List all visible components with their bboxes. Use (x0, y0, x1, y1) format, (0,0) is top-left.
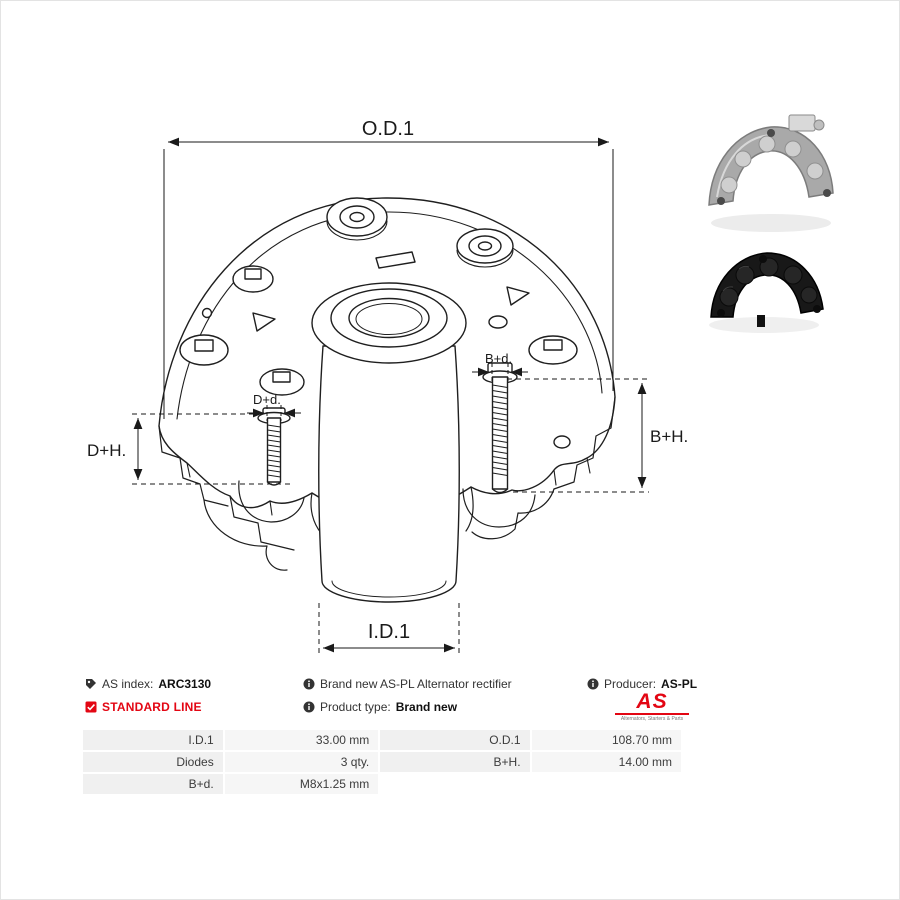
spec-value: 33.00 mm (224, 730, 379, 750)
spec-value: 108.70 mm (531, 730, 681, 750)
producer: Producer: AS-PL (587, 677, 697, 691)
product-type: Product type: Brand new (303, 700, 457, 714)
rectifier-line-art (158, 197, 616, 603)
spec-label-empty (380, 774, 529, 794)
spec-table: I.D.1 33.00 mm O.D.1 108.70 mm Diodes 3 … (81, 728, 683, 796)
spec-value: 3 qty. (224, 752, 379, 772)
checkbox-checked-icon (85, 701, 97, 713)
spec-value-empty (532, 774, 681, 794)
dim-label-dd: D+d. (253, 392, 281, 407)
product-photo-metal (708, 114, 834, 232)
spec-value: M8x1.25 mm (224, 774, 379, 794)
info-icon (303, 701, 315, 713)
dim-label-dh: D+H. (87, 441, 127, 460)
dimension-lines (132, 137, 649, 654)
producer-label: Producer: (604, 677, 657, 691)
tag-icon (86, 679, 96, 689)
technical-drawing (132, 137, 649, 654)
producer-value: AS-PL (661, 677, 698, 691)
info-row-2: STANDARD LINE Product type: Brand new (81, 700, 693, 716)
diode-holes (179, 251, 578, 449)
spec-label: Diodes (83, 752, 223, 772)
logo-text: AS (636, 690, 668, 713)
as-index-label: AS index: (102, 677, 154, 691)
spec-value: 14.00 mm (531, 752, 681, 772)
standard-line: STANDARD LINE (85, 700, 202, 714)
product-type-value: Brand new (395, 700, 458, 714)
stud-left (257, 407, 291, 486)
info-icon (587, 678, 599, 690)
info-icon (303, 678, 315, 690)
table-row: I.D.1 33.00 mm O.D.1 108.70 mm (83, 730, 681, 750)
dim-label-od1: O.D.1 (361, 118, 415, 140)
as-index-value: ARC3130 (158, 677, 212, 691)
spec-label: O.D.1 (380, 730, 530, 750)
as-pl-logo: AS Alternators, Starters & Parts (613, 691, 691, 722)
dim-label-bd: B+d. (485, 351, 513, 366)
logo-bar (615, 713, 689, 715)
info-row-1: AS index: ARC3130 Brand new AS-PL Altern… (81, 677, 697, 693)
product-photo-black (709, 252, 824, 333)
hub (311, 282, 467, 603)
description-text: Brand new AS-PL Alternator rectifier (320, 677, 512, 691)
table-row: B+d. M8x1.25 mm (83, 774, 681, 794)
standard-line-text: STANDARD LINE (102, 700, 202, 714)
dim-label-bh: B+H. (650, 427, 689, 446)
product-type-label: Product type: (320, 700, 391, 714)
terminals (326, 197, 514, 268)
product-description: Brand new AS-PL Alternator rectifier (303, 677, 512, 691)
spec-label: I.D.1 (83, 730, 223, 750)
spec-label: B+H. (380, 752, 530, 772)
as-index: AS index: ARC3130 (85, 677, 211, 691)
spec-label: B+d. (83, 774, 223, 794)
logo-subtext: Alternators, Starters & Parts (620, 716, 684, 722)
table-row: Diodes 3 qty. B+H. 14.00 mm (83, 752, 681, 772)
dim-label-id1: I.D.1 (367, 621, 411, 643)
